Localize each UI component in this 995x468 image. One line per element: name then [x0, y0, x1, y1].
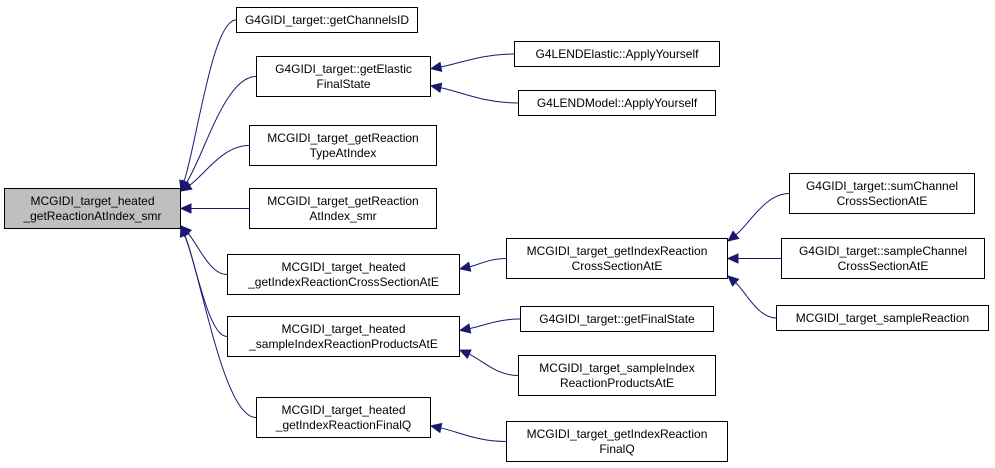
node-label-line: MCGIDI_target_heated	[281, 402, 406, 417]
arrowhead-sreac-to-tixs	[727, 275, 740, 287]
edge-chid-to-root	[183, 19, 237, 182]
node-label-line: MCGIDI_target_sampleReaction	[795, 310, 970, 325]
edge-hixs-to-root	[187, 232, 228, 275]
edge-sreac-to-tixs	[735, 282, 777, 319]
node-label-line: G4GIDI_target::getFinalState	[539, 311, 695, 326]
node-mcgidi-getindexreactioncrosssectionate[interactable]: MCGIDI_target_getIndexReaction CrossSect…	[506, 238, 728, 279]
node-label-line: TypeAtIndex	[309, 145, 377, 160]
node-g4lendmodel-applyyourself[interactable]: G4LENDModel::ApplyYourself	[518, 90, 716, 116]
edge-hfq-to-root	[184, 235, 257, 418]
node-label-line: ReactionProductsAtE	[559, 375, 675, 390]
node-mcgidi-heated-getindexreactionfinalq[interactable]: MCGIDI_target_heated _getIndexReactionFi…	[256, 397, 431, 438]
node-mcgidi-heated-sampleindexreactionproductsate[interactable]: MCGIDI_target_heated _sampleIndexReactio…	[227, 316, 460, 357]
arrowhead-sampch-to-tixs	[726, 253, 739, 264]
node-label-line: CrossSectionAtE	[837, 258, 929, 273]
edge-sumch-to-tixs	[735, 193, 790, 236]
node-label-line: G4LENDModel::ApplyYourself	[536, 95, 698, 110]
arrowhead-tfq-to-hfq	[429, 422, 443, 434]
node-g4gidi-samplechannelcrosssectionate[interactable]: G4GIDI_target::sampleChannel CrossSectio…	[781, 238, 985, 279]
node-label-line: CrossSectionAtE	[571, 258, 663, 273]
node-label-line: MCGIDI_target_sampleIndex	[539, 360, 695, 375]
node-label-line: G4LENDElastic::ApplyYourself	[535, 46, 699, 61]
node-label-line: G4GIDI_target::sampleChannel	[798, 243, 968, 258]
arrowhead-tsamp-to-hsamp	[458, 349, 472, 360]
edge-elast-to-root	[186, 76, 257, 183]
node-label-line: G4GIDI_target::sumChannel	[805, 178, 959, 193]
edge-tixs-to-hixs	[469, 258, 507, 268]
arrowhead-raidx-to-root	[179, 203, 192, 214]
node-label-line: MCGIDI_target_heated	[281, 259, 406, 274]
node-label-line: MCGIDI_target_heated	[30, 193, 155, 208]
node-label-line: MCGIDI_target_getReaction	[267, 193, 419, 208]
arrowhead-lmod-to-elast	[429, 82, 443, 93]
arrowhead-tixs-to-hixs	[458, 261, 472, 272]
edge-lel-to-elast	[440, 53, 515, 68]
node-label-line: AtIndex_smr	[309, 208, 377, 223]
node-label-line: G4GIDI_target::getElastic	[275, 61, 412, 76]
edge-gfs-to-hsamp	[469, 318, 521, 330]
node-g4gidi-getchannelsid[interactable]: G4GIDI_target::getChannelsID	[236, 7, 418, 33]
node-mcgidi-sampleindexreactionproductsate[interactable]: MCGIDI_target_sampleIndex ReactionProduc…	[518, 355, 716, 396]
edge-rtype-to-root	[189, 145, 250, 186]
node-label-line: MCGIDI_target_heated	[281, 321, 406, 336]
node-root: MCGIDI_target_heated _getReactionAtIndex…	[4, 188, 181, 229]
edge-lmod-to-elast	[440, 87, 519, 104]
node-g4gidi-getfinalstate[interactable]: G4GIDI_target::getFinalState	[520, 306, 714, 332]
edge-hsamp-to-root	[184, 235, 228, 337]
arrowhead-gfs-to-hsamp	[458, 323, 472, 334]
edge-tsamp-to-hsamp	[468, 353, 519, 376]
node-mcgidi-samplereaction[interactable]: MCGIDI_target_sampleReaction	[776, 305, 989, 331]
node-label-line: CrossSectionAtE	[836, 193, 928, 208]
node-mcgidi-heated-getindexreactioncrosssectionate[interactable]: MCGIDI_target_heated _getIndexReactionCr…	[227, 254, 460, 295]
node-label-line: MCGIDI_target_getReaction	[267, 130, 419, 145]
node-g4gidi-sumchannelcrosssectionate[interactable]: G4GIDI_target::sumChannel CrossSectionAt…	[789, 173, 975, 214]
node-label-line: _sampleIndexReactionProductsAtE	[249, 336, 438, 351]
arrowhead-rtype-to-root	[179, 180, 193, 192]
node-g4lendelastic-applyyourself[interactable]: G4LENDElastic::ApplyYourself	[514, 41, 720, 67]
arrowhead-lel-to-elast	[429, 61, 443, 72]
node-label-line: _getReactionAtIndex_smr	[23, 208, 162, 223]
arrowhead-sumch-to-tixs	[727, 230, 740, 242]
node-mcgidi-getreactionatindex-smr[interactable]: MCGIDI_target_getReaction AtIndex_smr	[249, 188, 437, 229]
node-g4gidi-getelasticfinalstate[interactable]: G4GIDI_target::getElastic FinalState	[256, 56, 431, 97]
arrowhead-hfq-to-root	[179, 224, 190, 238]
node-label-line: FinalState	[316, 76, 371, 91]
node-label-line: MCGIDI_target_getIndexReaction	[526, 243, 708, 258]
node-label-line: FinalQ	[599, 441, 635, 456]
node-mcgidi-getreactiontypeatindex[interactable]: MCGIDI_target_getReaction TypeAtIndex	[249, 125, 437, 166]
node-mcgidi-getindexreactionfinalq[interactable]: MCGIDI_target_getIndexReaction FinalQ	[506, 421, 728, 462]
edge-tfq-to-hfq	[440, 427, 507, 442]
node-label-line: MCGIDI_target_getIndexReaction	[526, 426, 708, 441]
node-label-line: _getIndexReactionCrossSectionAtE	[248, 274, 439, 289]
node-label-line: _getIndexReactionFinalQ	[275, 417, 412, 432]
node-label-line: G4GIDI_target::getChannelsID	[244, 12, 410, 27]
